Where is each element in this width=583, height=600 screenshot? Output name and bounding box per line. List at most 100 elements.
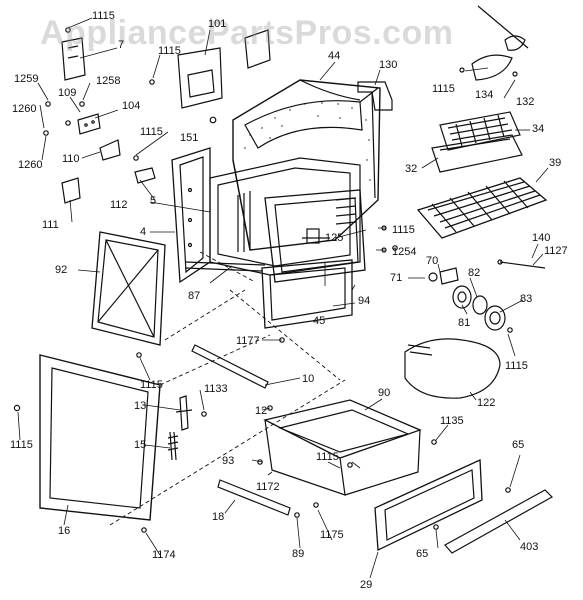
part-label-1115: 1115 (392, 224, 415, 236)
part-label-1115: 1115 (505, 360, 528, 372)
part-label-65: 65 (512, 439, 525, 451)
rail-18 (217, 479, 291, 516)
frame-87 (184, 261, 266, 272)
bracket-112 (134, 167, 156, 184)
part-label-1177: 1177 (236, 335, 260, 347)
part-label-111: 111 (42, 219, 59, 231)
handle-403 (444, 489, 553, 554)
part-label-140: 140 (532, 232, 551, 244)
knob-70 (428, 267, 459, 285)
part-label-89: 89 (292, 548, 305, 560)
part-label-1115: 1115 (10, 439, 33, 451)
part-label-1254: 1254 (392, 246, 417, 258)
door-liner-92 (91, 231, 166, 346)
part-label-1258: 1258 (96, 75, 121, 87)
part-label-93: 93 (222, 455, 235, 467)
bracket-111 (61, 177, 81, 204)
part-label-1127: 1127 (544, 245, 568, 257)
part-label-15: 15 (134, 439, 147, 451)
hinge-13 (175, 395, 193, 431)
part-label-1115: 1115 (316, 451, 339, 463)
part-label-1135: 1135 (440, 415, 464, 427)
part-label-403: 403 (520, 541, 539, 553)
part-label-45: 45 (313, 315, 326, 327)
bracket-110 (99, 139, 121, 161)
part-label-83: 83 (520, 293, 533, 305)
door-16 (39, 354, 161, 521)
part-label-18: 18 (212, 511, 225, 523)
shield-101 (177, 47, 223, 109)
part-label-82: 82 (468, 267, 481, 279)
part-label-1174: 1174 (152, 549, 176, 561)
part-label-134: 134 (475, 89, 494, 101)
part-label-151: 151 (180, 132, 199, 144)
part-label-70: 70 (426, 255, 439, 267)
screws-top (43, 27, 217, 161)
part-label-13: 13 (134, 400, 147, 412)
terminal-140 (497, 259, 546, 269)
part-label-1260: 1260 (12, 103, 37, 115)
ring-81 (452, 285, 472, 309)
ring-82 (472, 295, 488, 315)
hinge-10 (191, 344, 269, 389)
frame-94 (261, 259, 353, 329)
part-label-122: 122 (477, 397, 496, 409)
part-label-4: 4 (140, 226, 147, 238)
part-label-1115: 1115 (140, 379, 163, 391)
bracket-104 (77, 113, 101, 135)
part-132 (477, 5, 529, 51)
part-label-94: 94 (358, 295, 371, 307)
drawer-90 (263, 399, 422, 496)
part-label-1259: 1259 (14, 73, 39, 85)
part-label-87: 87 (188, 290, 201, 302)
part-label-29: 29 (360, 579, 373, 591)
part-label-1175: 1175 (320, 529, 344, 541)
part-label-1133: 1133 (204, 383, 228, 395)
part-label-81: 81 (458, 317, 471, 329)
part-label-44: 44 (328, 50, 341, 62)
part-label-130: 130 (379, 59, 398, 71)
part-label-1115: 1115 (432, 83, 455, 95)
spring-15 (167, 431, 179, 461)
part-label-7: 7 (118, 39, 125, 51)
part-label-110: 110 (62, 153, 80, 165)
part-label-39: 39 (549, 157, 562, 169)
part-label-104: 104 (122, 100, 141, 112)
part-label-1172: 1172 (256, 481, 280, 493)
part-label-34: 34 (532, 123, 545, 135)
element-125 (302, 228, 330, 244)
assembly-dashed-lines (109, 251, 346, 526)
part-label-109: 109 (58, 87, 77, 99)
part-label-65: 65 (416, 548, 429, 560)
part-label-1115: 1115 (140, 126, 163, 138)
part-label-90: 90 (378, 387, 391, 399)
part-label-32: 32 (405, 163, 418, 175)
part-label-112: 112 (110, 199, 128, 211)
vent-130 (357, 81, 393, 111)
drawer-front-29 (374, 459, 483, 552)
part-label-16: 16 (58, 525, 71, 537)
broiler-pan-32 (431, 134, 523, 173)
bezel-83 (484, 305, 506, 331)
part-label-125: 125 (325, 232, 344, 244)
part-label-71: 71 (390, 272, 403, 284)
oven-liner-5 (209, 157, 366, 283)
part-134 (471, 54, 513, 81)
leader-lines (17, 17, 549, 579)
part-label-5: 5 (150, 195, 157, 207)
plate-top (244, 29, 271, 69)
cabinet-stipple (235, 102, 371, 239)
part-label-12: 12 (255, 405, 268, 417)
part-label-1260: 1260 (18, 159, 43, 171)
broiler-pan-34 (439, 111, 521, 151)
part-label-132: 132 (516, 96, 535, 108)
side-panel-4 (171, 147, 211, 284)
part-label-101: 101 (208, 18, 227, 30)
part-label-1115: 1115 (158, 45, 181, 57)
oven-rack-39 (416, 177, 548, 239)
part-label-1115: 1115 (92, 10, 115, 22)
part-label-92: 92 (55, 264, 68, 276)
bake-element-122 (404, 338, 501, 399)
